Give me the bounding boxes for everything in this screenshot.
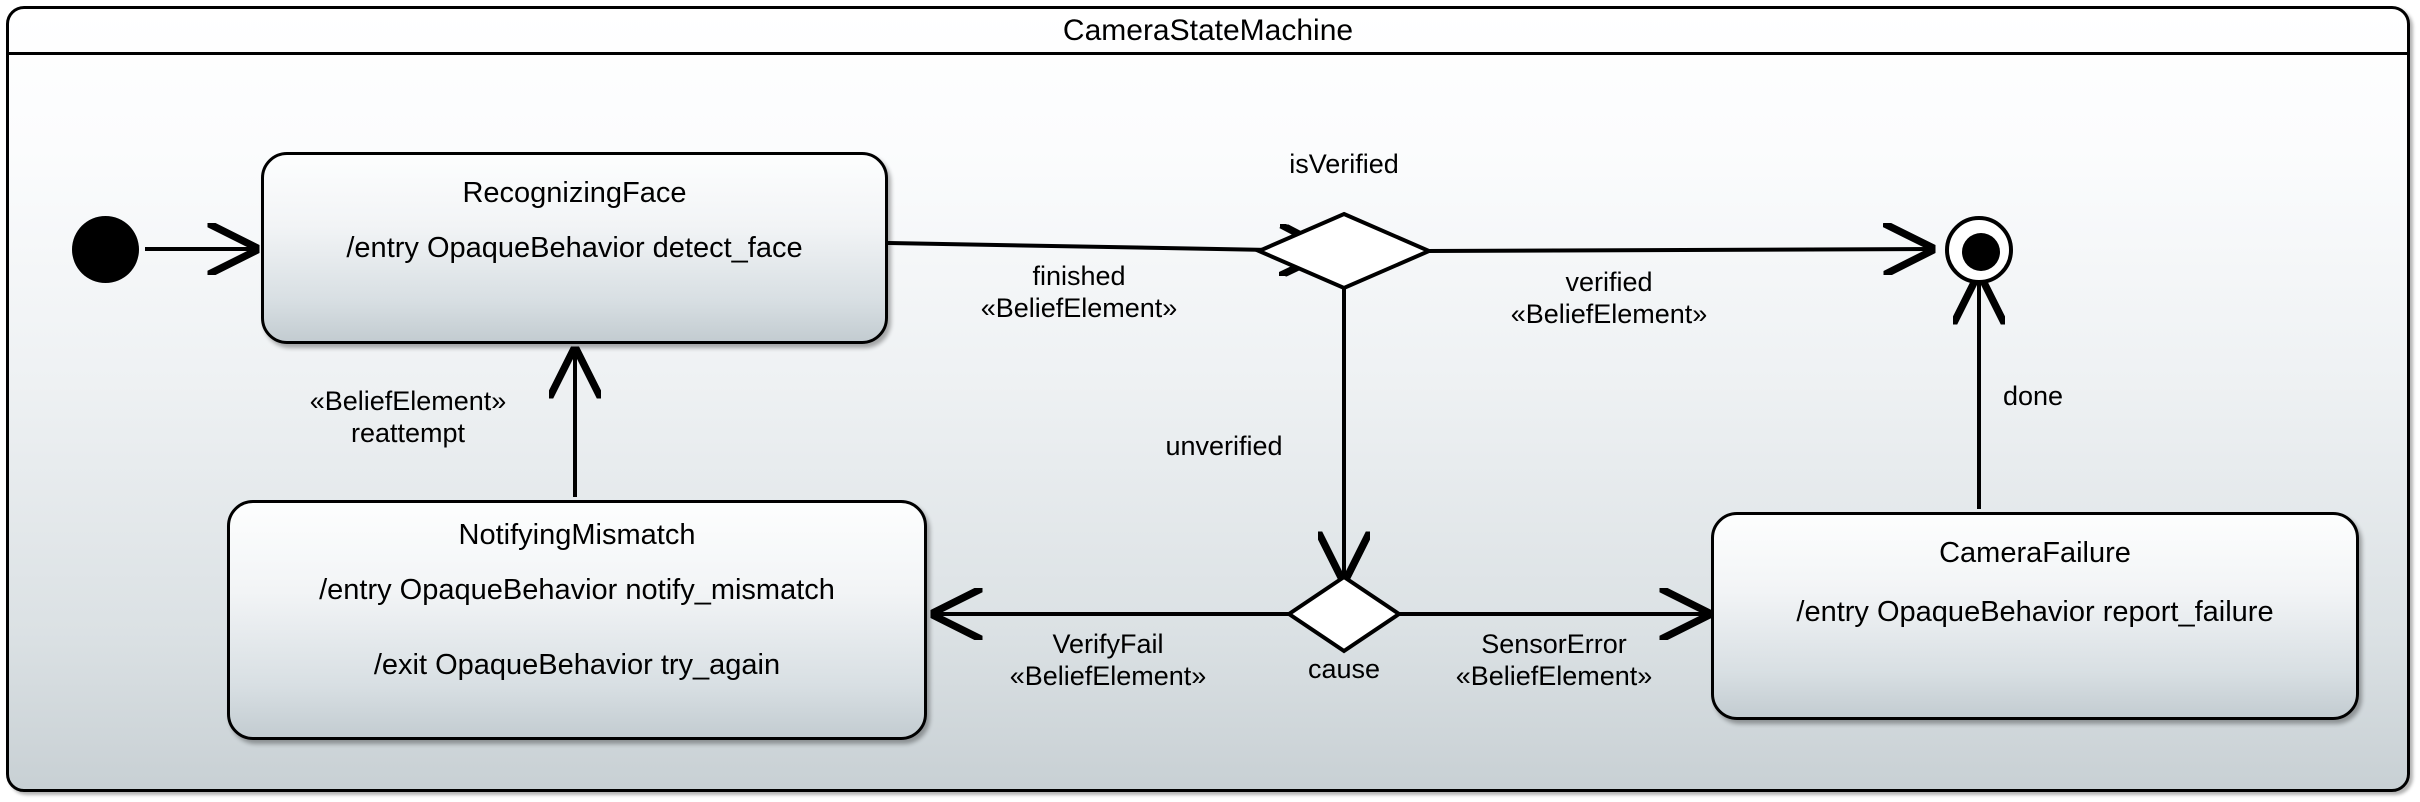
transition-label-sensorerror-line2: «BeliefElement» <box>1455 660 1653 691</box>
state-notifying-mismatch-name: NotifyingMismatch <box>458 519 696 551</box>
final-state-inner-dot <box>1962 233 2000 271</box>
transition-label-verifyfail-line2: «BeliefElement» <box>1009 660 1207 691</box>
frame-header: CameraStateMachine <box>9 9 2407 55</box>
transition-label-finished: finished «BeliefElement» <box>949 261 1209 325</box>
state-notifying-mismatch[interactable]: NotifyingMismatch /entry OpaqueBehavior … <box>227 500 927 740</box>
transition-label-reattempt-line2: reattempt <box>350 417 466 448</box>
transition-label-verifyfail: VerifyFail «BeliefElement» <box>969 629 1247 693</box>
choice-label-isverified: isVerified <box>1289 149 1399 179</box>
state-camera-failure[interactable]: CameraFailure /entry OpaqueBehavior repo… <box>1711 512 2359 720</box>
state-recognizing-face[interactable]: RecognizingFace /entry OpaqueBehavior de… <box>261 152 888 344</box>
transition-label-verified-line1: verified <box>1565 267 1653 297</box>
transition-label-verified-line2: «BeliefElement» <box>1510 298 1708 329</box>
transition-label-finished-line2: «BeliefElement» <box>980 292 1178 323</box>
transition-label-reattempt-line1: «BeliefElement» <box>309 386 507 416</box>
transition-label-sensorerror: SensorError «BeliefElement» <box>1409 629 1699 693</box>
transition-label-sensorerror-line1: SensorError <box>1481 629 1627 659</box>
transition-label-unverified: unverified <box>1134 431 1314 463</box>
transition-label-done: done <box>2003 381 2113 413</box>
transition-label-finished-line1: finished <box>1032 261 1126 291</box>
transition-recognizing-to-isverified <box>887 243 1327 251</box>
choice-node-isverified <box>1253 211 1435 291</box>
transition-label-reattempt: «BeliefElement» reattempt <box>263 386 553 450</box>
transition-label-verified: verified «BeliefElement» <box>1464 267 1754 331</box>
state-recognizing-face-name: RecognizingFace <box>462 177 687 209</box>
choice-node-cause <box>1285 574 1403 654</box>
transition-label-unverified-line1: unverified <box>1165 431 1283 461</box>
initial-state-node[interactable] <box>72 216 139 283</box>
choice-label-cause: cause <box>1307 654 1381 684</box>
state-camera-failure-name: CameraFailure <box>1939 537 2131 569</box>
state-camera-failure-entry: /entry OpaqueBehavior report_failure <box>1796 596 2274 628</box>
state-notifying-mismatch-entry: /entry OpaqueBehavior notify_mismatch <box>319 574 835 606</box>
transition-label-verifyfail-line1: VerifyFail <box>1052 629 1164 659</box>
transition-isverified-to-final <box>1426 249 1931 251</box>
state-notifying-mismatch-exit: /exit OpaqueBehavior try_again <box>373 649 781 681</box>
page-title: CameraStateMachine <box>1062 13 1354 47</box>
state-machine-frame: CameraStateMachine <box>6 6 2410 792</box>
final-state-node[interactable] <box>1945 216 2013 284</box>
state-recognizing-face-entry: /entry OpaqueBehavior detect_face <box>346 232 803 264</box>
transition-label-done-line1: done <box>2003 381 2064 411</box>
